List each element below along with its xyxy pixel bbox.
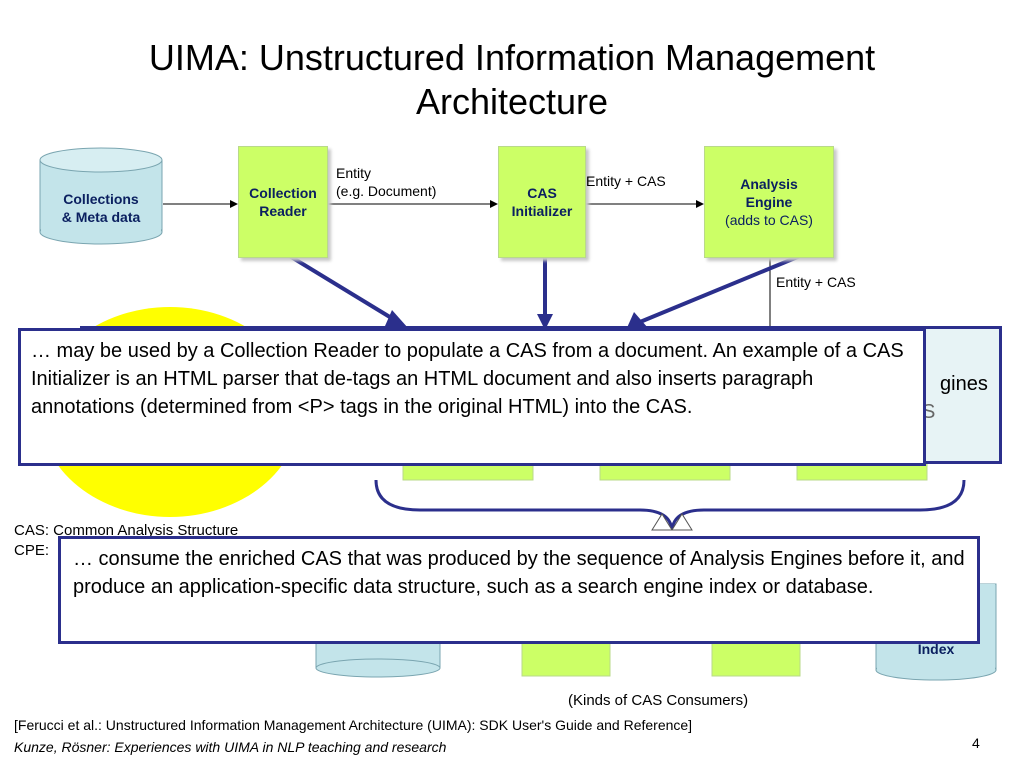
slide-title-line1: UIMA: Unstructured Information Managemen… [148, 37, 876, 78]
collections-label: Collections & Meta data [61, 191, 141, 225]
cas-initializer-box: CAS Initializer [498, 146, 586, 258]
index-label: Index [917, 641, 955, 657]
cas-initializer-label: CAS Initializer [511, 185, 573, 219]
collections-cylinder [39, 147, 163, 245]
reader-callout: … may be used by a Collection Reader to … [18, 328, 926, 466]
analysis-engine-box: Analysis Engine (adds to CAS) [704, 146, 834, 258]
kinds-consumers-label: (Kinds of CAS Consumers) [568, 692, 749, 709]
reader-callout-text: … may be used by a Collection Reader to … [31, 340, 904, 418]
page-number: 4 [972, 735, 980, 751]
cpe-abbreviation: CPE: [14, 542, 50, 559]
slide-title: UIMA: Unstructured Information Managemen… [0, 36, 1024, 124]
slide-title-line2: Architecture [415, 81, 609, 122]
entity-label: Entity (e.g. Document) [336, 165, 437, 199]
citation: [Ferucci et al.: Unstructured Informatio… [14, 717, 693, 733]
entity-cas-label-side: Entity + CAS [776, 274, 856, 290]
analysis-engine-subtitle: (adds to CAS) [725, 212, 813, 228]
analysis-engine-title: Analysis Engine [740, 176, 798, 210]
authors: Kunze, Rösner: Experiences with UIMA in … [14, 739, 447, 755]
engines-partial-text: gines [940, 373, 988, 395]
consumer-callout-text: … consume the enriched CAS that was prod… [73, 548, 965, 598]
consumer-callout: … consume the enriched CAS that was prod… [58, 536, 980, 644]
callout-arrows [286, 253, 801, 330]
collection-reader-box: Collection Reader [238, 146, 328, 258]
cas-abbreviation: CAS: Common Analysis Structure [14, 522, 239, 539]
consumer-brace [374, 479, 966, 531]
entity-cas-label-top: Entity + CAS [586, 173, 666, 189]
collection-reader-label: Collection Reader [249, 185, 317, 219]
